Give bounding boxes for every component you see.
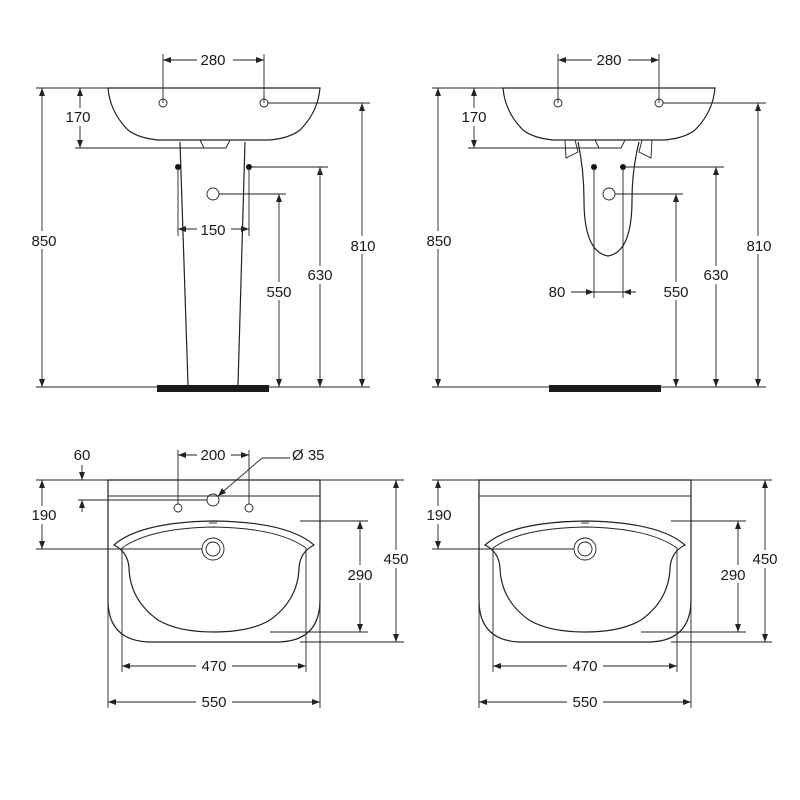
dim-550-label: 550: [572, 694, 597, 711]
basin-top-outline: [107, 479, 321, 643]
dim-80-label: 80: [549, 284, 566, 301]
dim-450-label: 450: [383, 551, 408, 568]
semi-pedestal: [577, 141, 640, 257]
dim-190-label: 190: [31, 507, 56, 524]
drain-hole-inner: [205, 541, 221, 557]
basin-top-outline: [478, 479, 692, 643]
pedestal-front-view: 280 170 850 810 630: [24, 50, 383, 392]
tap-hole-left: [173, 503, 183, 513]
dim-290-label: 290: [347, 567, 372, 584]
dim-200-label: 200: [200, 447, 225, 464]
dim-470-label: 470: [201, 658, 226, 675]
dim-diameter-label: Ø 35: [292, 447, 325, 464]
dim-810-label: 810: [350, 238, 375, 255]
dim-810-label: 810: [746, 238, 771, 255]
dim-850-label: 850: [31, 233, 56, 250]
dim-290-label: 290: [720, 567, 745, 584]
drain-hole-outer: [573, 537, 597, 561]
dim-630-label: 630: [703, 267, 728, 284]
waste-point: [602, 187, 616, 201]
dim-850-label: 850: [426, 233, 451, 250]
floor-base: [157, 385, 269, 392]
drain-hole-outer: [201, 537, 225, 561]
top-view-three-hole: 200 Ø 35 60 190 290: [24, 446, 416, 711]
waste-outlet: [199, 139, 231, 149]
wall-bracket-right: [638, 139, 653, 159]
semi-pedestal-front-view: 280 170 850 810 630: [419, 50, 779, 392]
wall-bracket-left: [564, 139, 579, 159]
dim-190-label: 190: [426, 507, 451, 524]
bowl-outline: [483, 520, 687, 633]
waste-outlet: [594, 139, 626, 149]
drain-hole-inner: [577, 541, 593, 557]
dim-150-label: 150: [200, 222, 225, 239]
dim-280-label: 280: [596, 52, 621, 69]
dim-630-label: 630: [307, 267, 332, 284]
dim-470-label: 470: [572, 658, 597, 675]
top-view-one-hole: 190 290 450 470 550: [419, 479, 785, 711]
dim-550-label: 550: [201, 694, 226, 711]
dim-170-label: 170: [461, 109, 486, 126]
pedestal-column: [179, 141, 246, 386]
basin-outline: [107, 87, 321, 141]
dim-550-label: 550: [266, 284, 291, 301]
tap-hole-right: [244, 503, 254, 513]
dim-280-label: 280: [200, 52, 225, 69]
bowl-outline: [112, 520, 316, 633]
dim-170-label: 170: [65, 109, 90, 126]
dim-60-label: 60: [74, 447, 91, 464]
dim-450-label: 450: [752, 551, 777, 568]
dim-550-label: 550: [663, 284, 688, 301]
floor-base: [549, 385, 661, 392]
waste-point: [206, 187, 220, 201]
basin-outline: [502, 87, 716, 141]
